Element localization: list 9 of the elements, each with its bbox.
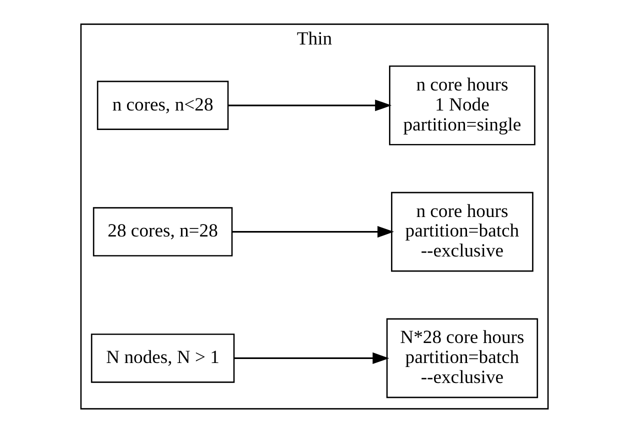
node-box: 28 cores, n=28	[92, 207, 232, 256]
arrow	[232, 226, 394, 238]
node-box: N*28 core hours partition=batch --exclusive	[386, 318, 538, 398]
node-box: n core hours partition=batch --exclusive	[390, 192, 533, 272]
node-box: n core hours 1 Node partition=single	[388, 65, 535, 146]
node-box: n cores, n<28	[96, 80, 228, 130]
arrow	[234, 352, 389, 364]
arrow	[228, 100, 392, 112]
node-box: N nodes, N > 1	[90, 334, 234, 383]
